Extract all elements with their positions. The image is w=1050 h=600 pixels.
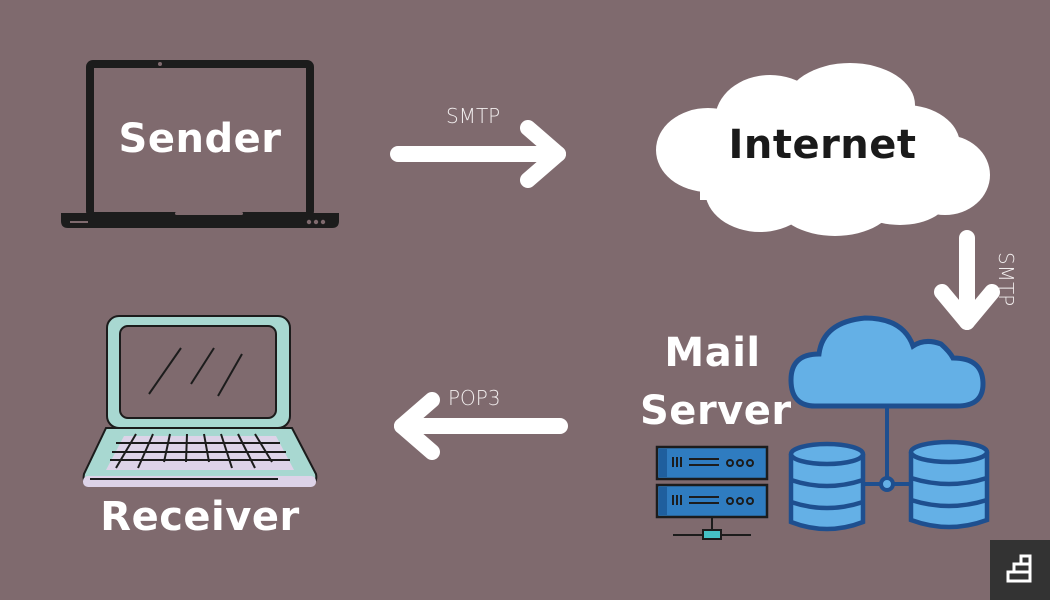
corner-badge[interactable] [990, 540, 1050, 600]
arrow-right-icon [390, 120, 566, 188]
sender-label: Sender [118, 116, 282, 162]
arrow-left-icon [394, 392, 568, 460]
internet-label: Internet [728, 122, 917, 168]
mail-server-label-line1: Mail [664, 330, 761, 376]
sender-laptop-icon [61, 60, 339, 228]
arrow-down-icon [934, 230, 1000, 330]
mail-server-label-line2: Server [640, 388, 792, 434]
stairs-icon [1006, 554, 1032, 583]
server-rack-icon [655, 445, 769, 540]
edge-label-pop3: POP3 [448, 386, 501, 410]
cloud-database-icon [788, 315, 990, 532]
edge-label-smtp-1: SMTP [446, 104, 501, 128]
internet-cloud-icon [656, 63, 990, 236]
receiver-laptop-icon [82, 315, 318, 487]
edge-label-smtp-2: SMTP [994, 252, 1018, 307]
receiver-label: Receiver [100, 494, 300, 540]
